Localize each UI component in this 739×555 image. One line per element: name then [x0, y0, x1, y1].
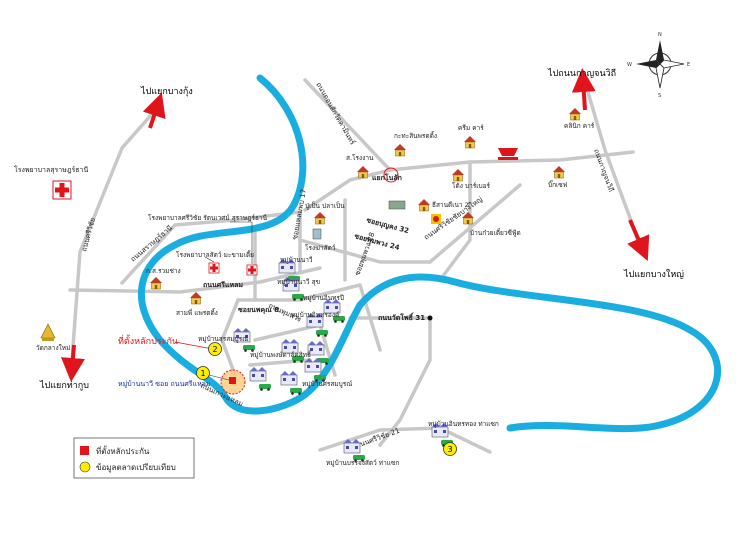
place-hospital-taksin: โรงพยาบาลศรีวิชัย รัตนเวศม์ สุราษฎร์ธานี [148, 214, 268, 222]
place-toyota: โต้ง บาร์เบอร์ [452, 182, 490, 190]
comparison-marker-1: 1 [196, 366, 210, 380]
house-icon [313, 211, 327, 225]
hospital-icon [52, 180, 72, 200]
place-hospital-small: โรงพยาบาลสัตว์ มะขามเตี้ย [176, 250, 254, 259]
comparison-marker-3: 3 [443, 442, 457, 456]
place-ko-sinchang: ก.ส.รวมช่าง [146, 267, 181, 275]
place-village-3: หมู่บ้านอินทรปี [303, 294, 344, 302]
place-village-7: หมู่บ้านศรสมบูรณ์ [302, 380, 352, 388]
honda-logo-icon [498, 148, 518, 160]
road-label-soi-32: ซอยบุญคง 32 [365, 216, 409, 235]
road-label-soi-8: ซอยนพคุณ 8 [238, 306, 279, 314]
legend-red-label: ที่ตั้งหลักประกัน [96, 445, 150, 456]
vet-building-icon [312, 228, 322, 240]
place-village-8: หมู่บ้านนาวี ซอย ถนนศรีแหลม [118, 380, 211, 388]
house-icon [356, 165, 370, 179]
dir-kanchanawithi: ไปถนนกาญจนวิถี [547, 68, 616, 79]
legend-yellow-swatch [79, 461, 91, 473]
compass-rose-icon: N S E W [627, 32, 690, 99]
house-icon [463, 135, 477, 149]
place-junction: แยกโนลัก [372, 173, 402, 182]
house-icon [393, 143, 407, 157]
house-icon [552, 165, 566, 179]
place-big-c: บิ๊กเซฟ [548, 180, 568, 189]
house-icon [189, 291, 203, 305]
place-village-9: หมู่บ้านอินทรทอง ท่าแซก [428, 420, 499, 428]
svg-text:N: N [658, 32, 662, 38]
place-siyalam: ธีสานดีเนา 2 [432, 201, 469, 209]
svg-text:2: 2 [212, 345, 217, 354]
legend-red-swatch [80, 446, 89, 455]
place-village-2: หมู่บ้านนาวี สุข [277, 278, 320, 286]
dir-bang-yai: ไปแยกบางใหญ่ [623, 269, 684, 280]
place-cream-car: ครีม คาร์ [458, 124, 484, 132]
house-icon [451, 168, 465, 182]
dir-bang-kung: ไปแยกบางกุ้ง [140, 86, 193, 97]
road-label-upper-diag: ถนนดอนสักวัดคามินทร์ [314, 81, 356, 146]
place-vet: โรงฆ่าสัตว์ [305, 244, 336, 252]
house-icon [417, 198, 431, 212]
legend-yellow-label: ข้อมูลตลาดเปรียบเทียบ [96, 463, 176, 473]
place-village-1: หมู่บ้านนาวี [280, 256, 313, 264]
survey-site-label: ที่ตั้งหลักประกัน [118, 334, 178, 347]
svg-text:E: E [687, 62, 690, 68]
comparison-marker-2: 2 [208, 342, 222, 356]
shop-logo-icon [431, 214, 441, 224]
legend: ที่ตั้งหลักประกัน ข้อมูลตลาดเปรียบเทียบ [73, 437, 195, 479]
house-icon [568, 107, 582, 121]
road-label-si-wichai-west: ถนนศรีวิชัย [80, 217, 97, 253]
place-hospital-surat: โรงพยาบาลสุราษฎร์ธานี [14, 165, 88, 174]
place-ban-kradueng: บ้านก๋วยเตี๋ยวซีฟู้ด [470, 228, 521, 237]
place-wat-klang: วัดกลางใหม่ [36, 344, 70, 352]
junction-marker [383, 167, 399, 183]
svg-text:3: 3 [447, 445, 452, 454]
place-pupen: ปู่เป็น ปลาเป็น [305, 201, 345, 210]
road-network [68, 78, 642, 454]
road-label-sri-laem: ถนนศรีแหลม [203, 281, 243, 289]
road-label-saraburi: ถนนสราษฎร์ธานี [129, 224, 174, 264]
place-so-kamchai: ส.โรงงาน [346, 154, 374, 162]
road-label-soi-24: ซอยพุมพวง 24 [353, 232, 400, 252]
svg-text:S: S [658, 93, 661, 99]
place-saenpathip: สามพี่ แพรตติ้ง [176, 308, 218, 317]
svg-text:1: 1 [200, 369, 205, 378]
svg-text:W: W [627, 62, 632, 68]
direction-arrows [60, 68, 650, 382]
place-village-10: หมู่บ้านบรรจงสัตว์ ท่าแซก [326, 459, 399, 467]
hospital-icon [246, 264, 258, 276]
hospital-icon [208, 262, 220, 274]
road-si-wichai-west [70, 104, 161, 362]
house-icon [149, 276, 163, 290]
place-village-5: หมู่บ้านสุรสมบูรณ์ [198, 335, 248, 343]
place-village-6: หมู่บ้านพงษ์ดาล์คสิทธิ์ [250, 350, 312, 359]
junction-dot [427, 315, 433, 321]
place-clinic: คลินิก คาร์ [564, 122, 595, 130]
temple-icon [40, 323, 56, 341]
place-kasetsinkumpa: กะทะสินพรตติ้ง [394, 131, 437, 140]
bigmart-sign-icon [388, 200, 406, 210]
place-village-4: หมู่บ้านอินทรองค์ [291, 311, 339, 319]
road-label-wat-pho-31: ถนนวัดโพธิ์ 31 [378, 312, 425, 322]
survey-site-marker [229, 377, 236, 384]
dir-tha-kup: ไปแยกท่ากูบ [39, 380, 89, 391]
